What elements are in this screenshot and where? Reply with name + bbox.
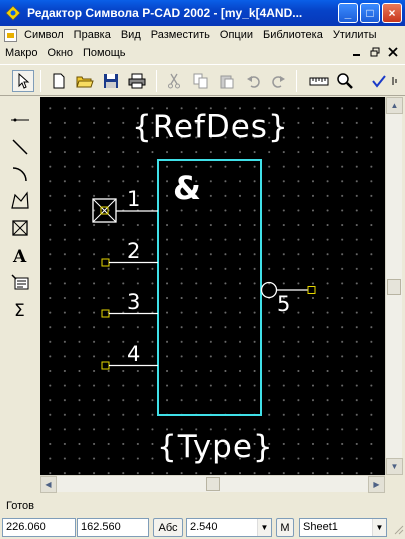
window-title: Редактор Символа P-CAD 2002 - [my_k[4AND… xyxy=(27,6,303,20)
menu-bar: Символ Правка Вид Разместить Опции Библи… xyxy=(0,26,405,44)
pin-3-line[interactable] xyxy=(101,309,158,318)
checkmark-icon[interactable] xyxy=(368,70,390,92)
minimize-button[interactable]: _ xyxy=(338,3,358,23)
app-icon[interactable] xyxy=(5,5,21,21)
menu-place[interactable]: Разместить xyxy=(150,29,210,41)
open-folder-icon[interactable] xyxy=(74,70,96,92)
mdi-controls xyxy=(347,44,401,60)
symbol-body-outline[interactable] xyxy=(157,159,262,416)
pin-2-number[interactable]: 2 xyxy=(127,239,141,263)
status-bar: 226.060 162.560 Абс 2.540 ▼ M Sheet1 ▼ xyxy=(0,516,405,539)
scroll-up-icon[interactable]: ▲ xyxy=(386,97,403,114)
toolbar-separator xyxy=(40,70,41,92)
toolbar-separator xyxy=(156,70,157,92)
cut-icon[interactable] xyxy=(163,70,185,92)
status-message: Готов xyxy=(6,500,34,512)
place-polygon-tool-icon[interactable] xyxy=(9,190,31,212)
svg-text:A: A xyxy=(12,247,27,265)
menu-utilities[interactable]: Утилиты xyxy=(332,29,377,41)
scroll-right-icon[interactable]: ▶ xyxy=(368,476,385,493)
symbol-wizard-sigma-icon[interactable]: Σ xyxy=(9,298,31,320)
menu-bar-row2: Макро Окно Помощь xyxy=(0,44,405,62)
mdi-close-icon[interactable] xyxy=(385,44,401,60)
pin-5-line[interactable] xyxy=(260,281,316,299)
y-coordinate-field[interactable]: 162.560 xyxy=(77,518,149,537)
type-attribute[interactable]: {Type} xyxy=(157,429,274,465)
vertical-scroll-thumb[interactable] xyxy=(387,279,401,295)
pin-2-line[interactable] xyxy=(101,258,158,267)
tool-palette: A Σ xyxy=(0,97,40,497)
place-pin-tool-icon[interactable] xyxy=(9,109,31,131)
measure-ruler-icon[interactable] xyxy=(308,70,330,92)
menu-symbol[interactable]: Символ xyxy=(24,29,64,41)
close-button[interactable]: × xyxy=(382,3,402,23)
menu-macro[interactable]: Макро xyxy=(5,47,38,59)
status-message-bar: Готов xyxy=(0,497,405,515)
copy-icon[interactable] xyxy=(190,70,212,92)
horizontal-scrollbar[interactable]: ◀ ▶ xyxy=(40,475,385,493)
horizontal-scroll-thumb[interactable] xyxy=(206,477,220,491)
zoom-icon[interactable] xyxy=(334,70,356,92)
m-toggle-button[interactable]: M xyxy=(276,518,294,537)
resize-grip-icon[interactable] xyxy=(392,520,404,536)
place-arc-tool-icon[interactable] xyxy=(9,163,31,185)
menu-library[interactable]: Библиотека xyxy=(263,29,323,41)
menu-view[interactable]: Вид xyxy=(120,29,141,41)
mdi-restore-icon[interactable] xyxy=(367,44,383,60)
document-icon[interactable] xyxy=(4,28,17,42)
menu-options[interactable]: Опции xyxy=(219,29,254,41)
design-canvas[interactable]: {RefDes} {Type} & 1 2 3 4 5 xyxy=(40,97,385,475)
sheet-select[interactable]: Sheet1 xyxy=(299,518,387,537)
vertical-scrollbar[interactable]: ▲ ▼ xyxy=(385,97,403,475)
place-attribute-tool-icon[interactable] xyxy=(9,271,31,293)
place-refpoint-tool-icon[interactable] xyxy=(9,217,31,239)
menu-edit[interactable]: Правка xyxy=(73,29,111,41)
undo-icon[interactable] xyxy=(243,70,265,92)
pin-1-number[interactable]: 1 xyxy=(127,187,141,211)
paste-icon[interactable] xyxy=(216,70,238,92)
sheet-dropdown-arrow-icon[interactable]: ▼ xyxy=(372,519,386,536)
place-text-tool-icon[interactable]: A xyxy=(9,244,31,266)
main-toolbar xyxy=(0,64,405,96)
grid-size-value: 2.540 xyxy=(190,521,218,533)
new-file-icon[interactable] xyxy=(48,70,70,92)
pin-5-number[interactable]: 5 xyxy=(277,292,291,316)
svg-text:Σ: Σ xyxy=(14,301,25,319)
x-coordinate-field[interactable]: 226.060 xyxy=(2,518,76,537)
toolbar-overflow-icon[interactable] xyxy=(390,70,400,92)
toolbar-separator xyxy=(296,70,297,92)
grid-size-select[interactable]: 2.540 xyxy=(186,518,272,537)
redo-icon[interactable] xyxy=(267,70,289,92)
refdes-attribute[interactable]: {RefDes} xyxy=(132,109,289,145)
print-icon[interactable] xyxy=(126,70,148,92)
reference-point-marker[interactable] xyxy=(92,198,117,223)
menu-window[interactable]: Окно xyxy=(47,47,74,59)
pin-4-number[interactable]: 4 xyxy=(127,342,141,366)
maximize-button[interactable]: □ xyxy=(360,3,380,23)
sheet-value: Sheet1 xyxy=(303,521,338,533)
scroll-left-icon[interactable]: ◀ xyxy=(40,476,57,493)
gate-function-label[interactable]: & xyxy=(173,169,201,207)
place-line-tool-icon[interactable] xyxy=(9,136,31,158)
grid-dropdown-arrow-icon[interactable]: ▼ xyxy=(257,519,271,536)
scroll-down-icon[interactable]: ▼ xyxy=(386,458,403,475)
mdi-minimize-icon[interactable] xyxy=(349,44,365,60)
menu-help[interactable]: Помощь xyxy=(83,47,126,59)
save-icon[interactable] xyxy=(100,70,122,92)
pin-4-line[interactable] xyxy=(101,361,158,370)
select-arrow-icon[interactable] xyxy=(12,70,34,92)
absolute-mode-button[interactable]: Абс xyxy=(153,518,183,537)
pin-3-number[interactable]: 3 xyxy=(127,290,141,314)
title-bar: Редактор Символа P-CAD 2002 - [my_k[4AND… xyxy=(0,0,405,26)
